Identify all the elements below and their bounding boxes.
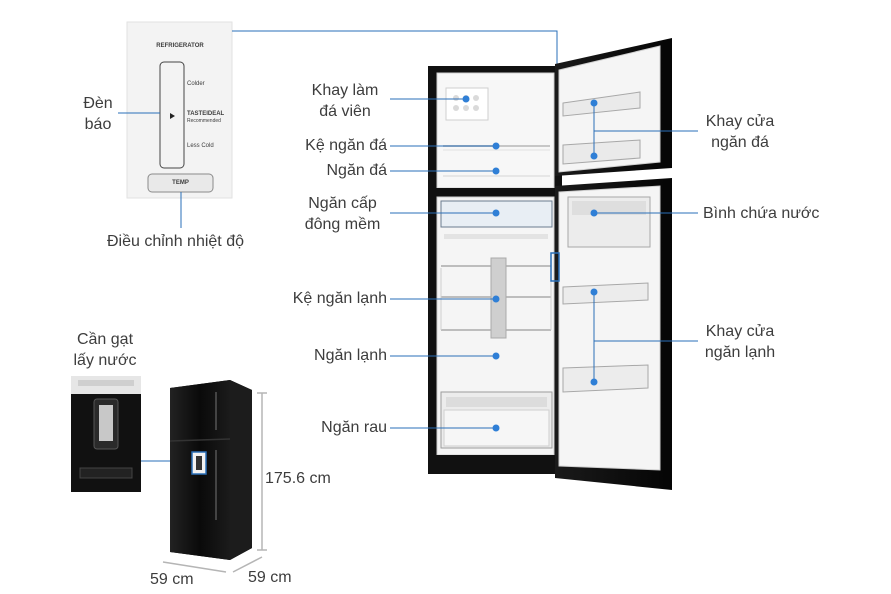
label-khay-cua-ngan-da-line1: Khay cửa bbox=[705, 113, 775, 130]
label-ngan-cap-dong: Ngăn cấp đông mềm bbox=[295, 193, 390, 235]
label-ngan-cap-dong-line2: đông mềm bbox=[304, 216, 381, 233]
panel-connector-line bbox=[232, 30, 558, 70]
label-khay-cua-ngan-lanh: Khay cửa ngăn lạnh bbox=[700, 321, 780, 363]
dispenser-closeup bbox=[71, 376, 141, 492]
label-den-bao-line2: báo bbox=[84, 116, 112, 133]
freezer-door bbox=[555, 38, 672, 176]
dimension-lines bbox=[162, 392, 267, 573]
dimension-depth: 59 cm bbox=[248, 569, 292, 586]
right-leaders bbox=[593, 103, 698, 382]
label-can-gat-line1: Cần gạt bbox=[76, 331, 134, 348]
label-khay-lam-da-line2: đá viên bbox=[319, 103, 371, 120]
panel-temp-label: TEMP bbox=[172, 180, 189, 186]
label-khay-cua-ngan-da-line2: ngăn đá bbox=[711, 134, 769, 151]
label-den-bao: Đèn báo bbox=[78, 93, 118, 135]
panel-less-cold: Less Cold bbox=[187, 143, 214, 149]
open-fridge bbox=[428, 66, 562, 474]
dimension-height: 175.6 cm bbox=[265, 470, 331, 487]
dispenser-highlight bbox=[550, 252, 560, 282]
panel-colder: Colder bbox=[187, 81, 205, 87]
label-ngan-rau: Ngăn rau bbox=[321, 419, 387, 436]
label-den-bao-line1: Đèn bbox=[83, 95, 113, 112]
label-ke-ngan-lanh: Kệ ngăn lạnh bbox=[292, 290, 387, 307]
label-ngan-cap-dong-line1: Ngăn cấp bbox=[308, 195, 377, 212]
label-khay-cua-ngan-da: Khay cửa ngăn đá bbox=[700, 111, 780, 153]
label-khay-cua-ngan-lanh-line1: Khay cửa bbox=[705, 323, 775, 340]
label-binh-chua-nuoc: Bình chứa nước bbox=[703, 205, 820, 222]
indicator-arrow-icon bbox=[170, 113, 175, 119]
label-ngan-lanh: Ngăn lạnh bbox=[314, 347, 387, 364]
label-khay-cua-ngan-lanh-line2: ngăn lạnh bbox=[704, 344, 776, 361]
left-dots bbox=[462, 95, 500, 432]
panel-recommended: Recommended bbox=[187, 118, 221, 124]
label-ke-ngan-da: Kệ ngăn đá bbox=[305, 137, 387, 154]
label-ngan-da: Ngăn đá bbox=[326, 162, 388, 179]
label-khay-lam-da: Khay làm đá viên bbox=[300, 80, 390, 122]
panel-tasteideal: TASTEIDEAL bbox=[187, 111, 225, 117]
label-dieu-chinh: Điều chỉnh nhiệt độ bbox=[107, 233, 244, 250]
left-leaders bbox=[390, 98, 496, 429]
dimension-width: 59 cm bbox=[150, 571, 194, 588]
label-khay-lam-da-line1: Khay làm bbox=[311, 82, 379, 99]
label-can-gat: Cần gạt lấy nước bbox=[62, 329, 148, 371]
right-dots bbox=[590, 99, 598, 386]
panel-title: REFRIGERATOR bbox=[156, 43, 204, 49]
closed-fridge bbox=[169, 380, 252, 560]
control-panel bbox=[126, 21, 233, 199]
label-can-gat-line2: lấy nước bbox=[73, 352, 137, 369]
fridge-door bbox=[555, 178, 672, 490]
